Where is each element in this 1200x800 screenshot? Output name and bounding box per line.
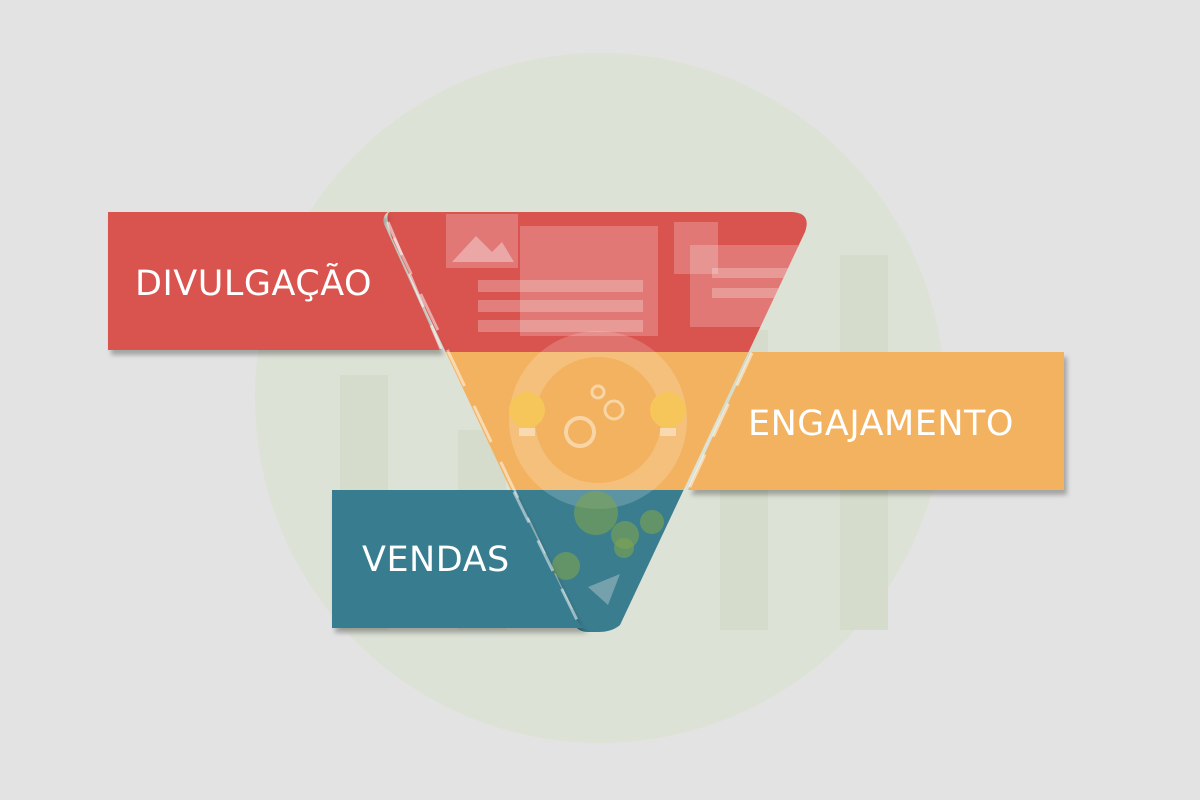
lightbulb-base <box>519 428 535 436</box>
stage-engajamento-label: ENGAJAMENTO <box>748 404 1014 444</box>
gear-icon <box>564 416 596 448</box>
stage-divulgacao-tab <box>108 212 441 350</box>
lightbulb-base <box>660 428 676 436</box>
stage-divulgacao <box>108 212 441 350</box>
coin-icon <box>614 538 634 558</box>
cursor-icon <box>588 574 620 605</box>
document-line <box>478 320 643 332</box>
document-line <box>478 300 643 312</box>
coin-icon <box>640 510 664 534</box>
image-card <box>446 214 518 268</box>
stage-vendas-edge-highlight <box>512 491 580 623</box>
stage-engajamento-edge-highlight <box>687 352 754 490</box>
note-card <box>674 222 718 274</box>
stage-vendas-label: VENDAS <box>362 540 510 580</box>
image-mountain-icon <box>452 236 514 262</box>
note-line <box>712 268 792 278</box>
stage-vendas-tab <box>332 490 588 628</box>
content-cards-illustration <box>446 214 798 336</box>
gear-icon <box>603 399 625 421</box>
stage-engajamento <box>688 352 1064 490</box>
funnel-top-fill <box>387 212 807 352</box>
document-line <box>478 280 643 292</box>
stage-divulgacao-edge-highlight <box>386 221 443 350</box>
note-line <box>712 288 792 298</box>
coin-icon <box>552 552 580 580</box>
document-card <box>520 226 658 336</box>
stage-divulgacao-label: DIVULGAÇÃO <box>135 262 372 304</box>
sales-illustration <box>552 491 664 605</box>
funnel-rim-highlight <box>392 237 580 625</box>
gear-icon <box>590 384 606 400</box>
lightbulb-icon <box>650 392 686 428</box>
stage-vendas <box>332 490 588 628</box>
stage-engajamento-tab <box>688 352 1064 490</box>
lightbulb-icon <box>509 392 545 428</box>
coin-icon <box>574 491 618 535</box>
